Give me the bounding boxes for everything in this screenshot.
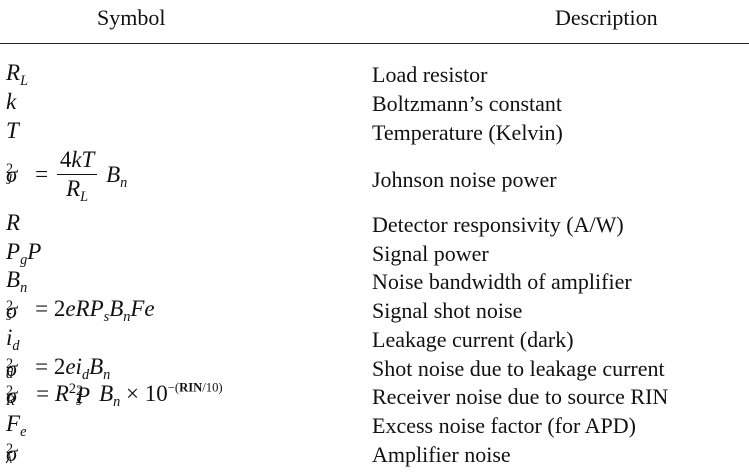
- description-cell: Excess noise factor (for APD): [372, 413, 636, 438]
- description-cell: Johnson noise power: [372, 167, 557, 192]
- header-description: Description: [555, 5, 658, 30]
- description-cell: Temperature (Kelvin): [372, 120, 563, 145]
- header-rule: [0, 43, 749, 44]
- description-cell: Signal power: [372, 241, 489, 266]
- symbol-temperature: T: [6, 118, 19, 143]
- symbol-load-resistor: RL: [6, 60, 28, 89]
- description-cell: Boltzmann’s constant: [372, 91, 563, 116]
- symbol-signal-power: PgP: [6, 239, 42, 268]
- description-cell: Detector responsivity (A/W): [372, 212, 624, 237]
- description-cell: Signal shot noise: [372, 298, 523, 323]
- symbol-excess-noise-factor: Fe: [6, 411, 27, 440]
- header-symbol: Symbol: [97, 5, 166, 30]
- description-cell: Load resistor: [372, 62, 488, 87]
- description-cell: Amplifier noise: [372, 442, 511, 467]
- symbol-leakage-current: id: [6, 325, 20, 354]
- description-cell: Shot noise due to leakage current: [372, 356, 665, 381]
- symbol-boltzmann: k: [6, 89, 17, 114]
- description-cell: Receiver noise due to source RIN: [372, 384, 669, 409]
- description-cell: Leakage current (dark): [372, 327, 574, 352]
- description-cell: Noise bandwidth of amplifier: [372, 269, 632, 294]
- symbol-responsivity: R: [6, 210, 21, 235]
- symbol-noise-bandwidth: Bn: [6, 267, 28, 296]
